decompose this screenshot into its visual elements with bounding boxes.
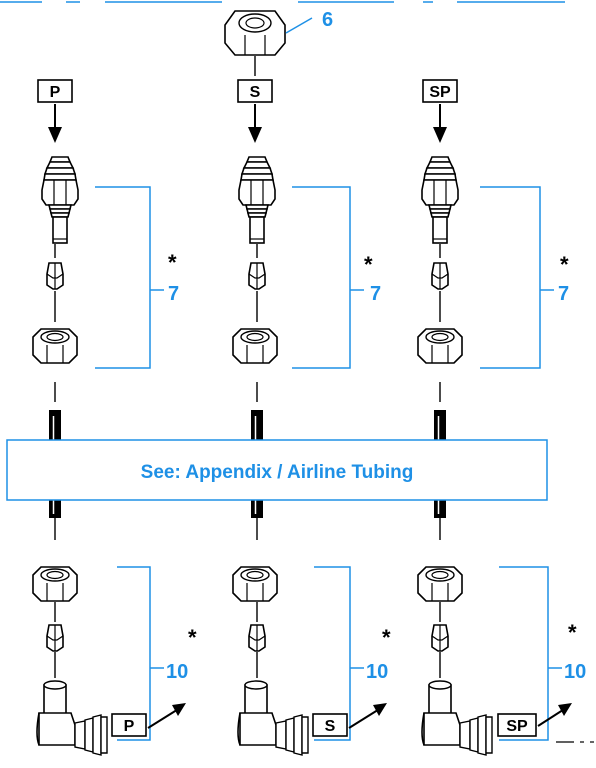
callout-leader (285, 17, 313, 34)
outlet-label-box (312, 713, 348, 737)
ferrule-icon (431, 624, 449, 652)
outlet-label: P (124, 718, 135, 735)
callout-bracket (314, 566, 364, 741)
arrowhead (558, 703, 572, 716)
ferrule-icon (46, 262, 64, 290)
outlet-label-box (111, 713, 147, 737)
ferrule-icon (46, 624, 64, 652)
column-s: S * 7 * 10 S (232, 79, 391, 756)
banner-box (6, 439, 548, 501)
arrowhead (48, 127, 62, 143)
asterisk-note: * (560, 252, 569, 277)
ferrule-icon (248, 262, 266, 290)
callout-7: 7 (558, 283, 569, 305)
callout-bracket (117, 566, 164, 741)
callout-10: 10 (366, 661, 388, 683)
callout-7: 7 (370, 283, 381, 305)
asterisk-note: * (382, 625, 391, 650)
arrowhead (373, 703, 387, 716)
compression-nut-icon (232, 566, 278, 602)
port-label-box (422, 79, 458, 103)
outlet-label: SP (506, 718, 528, 735)
compression-nut-icon (32, 328, 78, 364)
push-in-fitting-icon (41, 156, 79, 244)
port-label: S (250, 84, 261, 101)
callout-7: 7 (168, 283, 179, 305)
hex-nut-icon (224, 10, 286, 56)
arrowhead (433, 127, 447, 143)
elbow-fitting-icon (237, 680, 309, 756)
banner-text: See: Appendix / Airline Tubing (141, 462, 414, 483)
callout-6: 6 (322, 9, 333, 31)
callout-bracket (499, 566, 562, 741)
port-label-box (237, 79, 273, 103)
callout-bracket (292, 186, 364, 369)
compression-nut-icon (417, 328, 463, 364)
port-label-box (37, 79, 73, 103)
column-sp: SP * 7 * 10 SP (417, 79, 594, 756)
push-in-fitting-icon (238, 156, 276, 244)
appendix-banner: See: Appendix / Airline Tubing (6, 439, 548, 501)
callout-bracket (480, 186, 554, 369)
column-p: P * 7 * 10 P (32, 79, 197, 756)
outlet-label: S (325, 718, 336, 735)
port-label: SP (429, 84, 451, 101)
asterisk-note: * (168, 250, 177, 275)
callout-10: 10 (564, 661, 586, 683)
asterisk-note: * (568, 620, 577, 645)
arrow-up-right-icon (147, 707, 181, 729)
ferrule-icon (248, 624, 266, 652)
port-label: P (50, 84, 61, 101)
outlet-label-box (497, 713, 537, 737)
compression-nut-icon (417, 566, 463, 602)
compression-nut-icon (232, 328, 278, 364)
asterisk-note: * (188, 625, 197, 650)
callout-10: 10 (166, 661, 188, 683)
elbow-fitting-icon (36, 680, 108, 756)
compression-nut-icon (32, 566, 78, 602)
elbow-fitting-icon (421, 680, 493, 756)
push-in-fitting-icon (421, 156, 459, 244)
arrowhead (172, 703, 186, 716)
ferrule-icon (431, 262, 449, 290)
arrow-up-right-icon (348, 707, 382, 729)
asterisk-note: * (364, 252, 373, 277)
callout-bracket (95, 186, 164, 369)
arrowhead (248, 127, 262, 143)
